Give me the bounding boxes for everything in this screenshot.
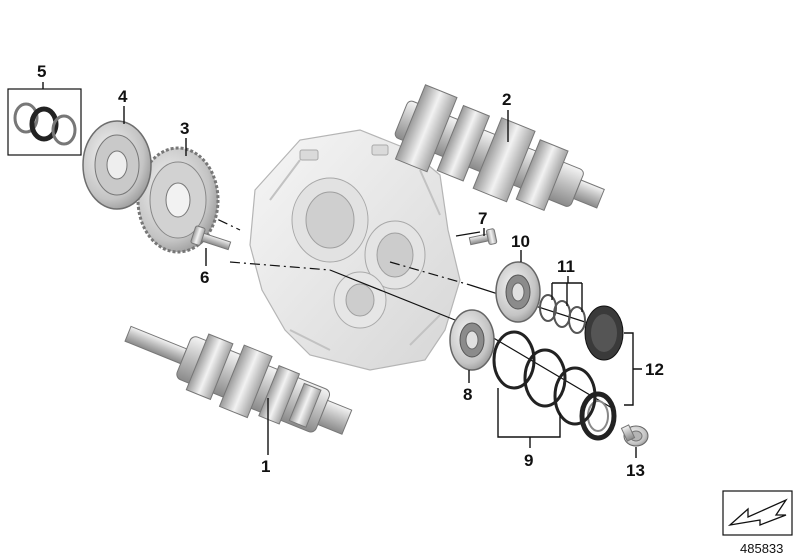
- callout-6: 6: [200, 268, 209, 287]
- bracket-12: [624, 332, 642, 406]
- ball-bearing-8: [449, 309, 495, 371]
- callout-3: 3: [180, 119, 189, 138]
- shims-11: [539, 294, 586, 334]
- clutch-hub: [82, 120, 152, 210]
- callout-4: 4: [118, 87, 128, 106]
- gearbox-housing: [249, 129, 461, 371]
- shim-rings-9: [492, 330, 597, 426]
- bracket-11: [551, 276, 583, 312]
- callout-11: 11: [557, 257, 575, 276]
- circlip-set: [7, 88, 82, 156]
- bracket-9: [497, 388, 561, 448]
- callout-12: 12: [645, 360, 664, 379]
- countershaft: [394, 84, 605, 212]
- plug-screw-13: [620, 424, 649, 447]
- ball-bearing-10: [495, 261, 541, 323]
- callout-2: 2: [502, 90, 511, 109]
- bolt-7: [468, 228, 498, 246]
- callout-5: 5: [37, 62, 46, 81]
- reference-number: 485833: [740, 541, 783, 556]
- callout-10: 10: [511, 232, 530, 251]
- callout-13: 13: [626, 461, 645, 480]
- callout-7: 7: [478, 209, 487, 228]
- cover-seal-12: [579, 305, 624, 441]
- callout-9: 9: [524, 451, 533, 470]
- bolt-6: [190, 225, 232, 251]
- direction-arrow-icon: [722, 490, 793, 536]
- callout-8: 8: [463, 385, 472, 404]
- input-shaft: [124, 325, 353, 435]
- callout-1: 1: [261, 457, 270, 476]
